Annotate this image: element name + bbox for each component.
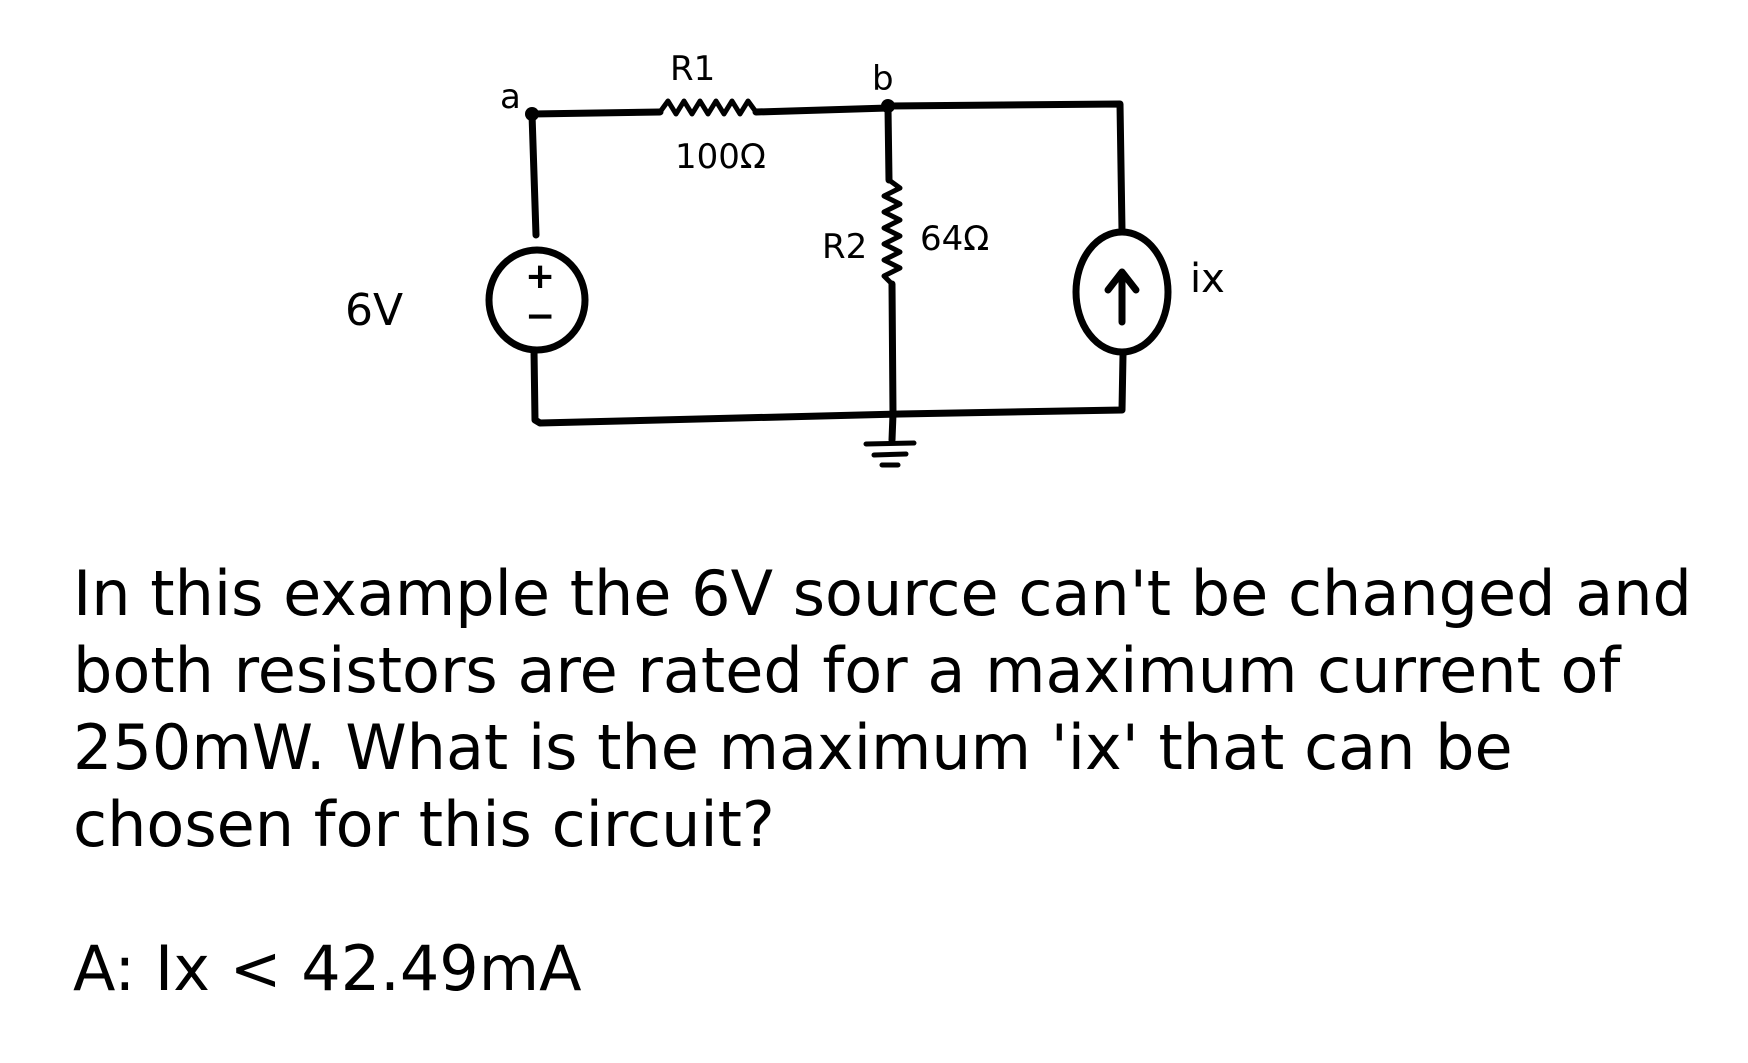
resistor-r2: [881, 177, 903, 287]
wire-b-to-right: [884, 100, 1126, 234]
wire-b-to-r2: [884, 104, 893, 184]
r1-value-label: 100Ω: [675, 137, 766, 177]
wire-bottom-right: [896, 351, 1127, 418]
source-voltage-label: 6V: [345, 285, 403, 336]
current-arrow: [1104, 268, 1140, 326]
source-minus-sign: −: [525, 296, 555, 337]
node-a-label: a: [500, 77, 521, 117]
current-source: [1072, 228, 1172, 356]
wire-source-to-bottom: [530, 346, 904, 427]
ground-symbol: [863, 440, 917, 468]
answer-text: A: Ix < 42.49mA: [73, 932, 582, 1005]
source-plus-sign: +: [525, 256, 555, 297]
wire-a-to-source: [528, 110, 540, 239]
question-text: In this example the 6V source can't be c…: [73, 557, 1692, 861]
current-source-label: ix: [1190, 256, 1225, 302]
node-b-dot: [881, 99, 895, 113]
wire-r1-to-b: [752, 104, 892, 116]
circuit-diagram: a b R1 100Ω R2 64Ω 6V + − ix: [345, 49, 1225, 468]
wire-r2-to-bottom: [888, 280, 897, 444]
r2-value-label: 64Ω: [920, 219, 989, 259]
r2-name-label: R2: [822, 227, 867, 267]
r1-name-label: R1: [670, 49, 715, 89]
resistor-r1: [657, 98, 759, 117]
node-a-dot: [525, 107, 539, 121]
wire-a-to-r1: [528, 108, 664, 118]
node-b-label: b: [872, 59, 894, 99]
